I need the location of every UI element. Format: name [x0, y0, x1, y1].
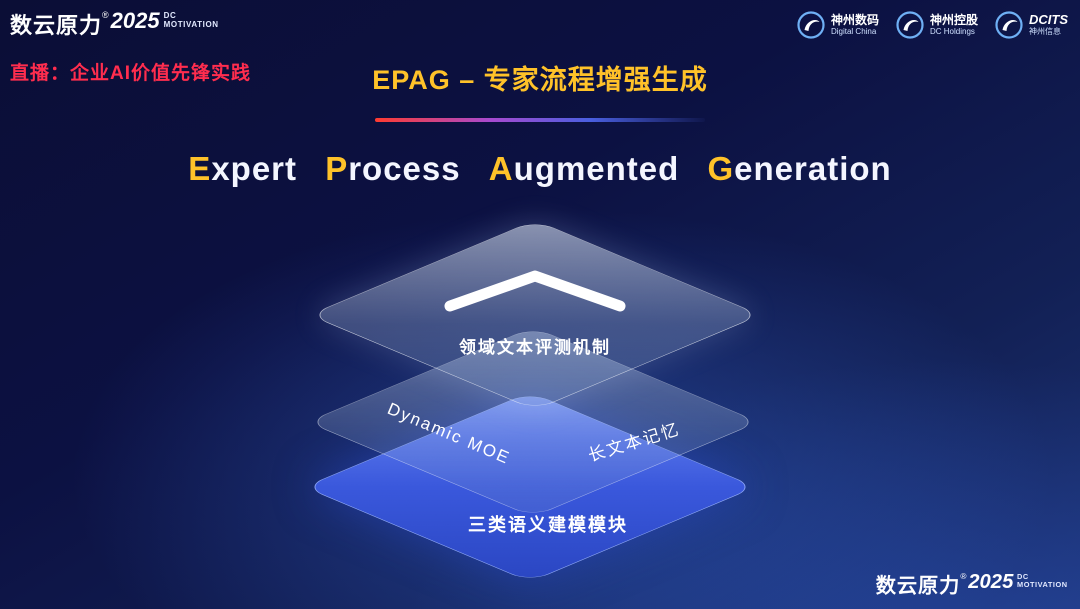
swoosh-logo-icon — [896, 11, 924, 39]
subtitle-lead-letter: A — [488, 150, 514, 187]
brand-dc: DC — [163, 11, 177, 20]
brand-subtitle: DC MOTIVATION — [1017, 572, 1068, 589]
bottom-layer-label: 三类语义建模模块 — [468, 515, 628, 535]
brand-name: 数云原力 — [876, 574, 961, 598]
logo-name: 神州控股 — [929, 13, 978, 27]
logo-digital-china: 神州数码 Digital China — [796, 10, 879, 40]
brand-dc: DC — [1017, 572, 1030, 581]
swoosh-logo-icon — [995, 11, 1023, 39]
live-stream-label: 直播：企业AI价值先锋实践 — [10, 63, 252, 84]
brand-logo-bottom-right: 数云原力 ® 2025 DC MOTIVATION — [876, 570, 1068, 599]
subtitle-lead-letter: P — [325, 150, 349, 187]
logo-name: 神州数码 — [830, 13, 879, 27]
brand-year: 2025 — [968, 569, 1014, 593]
subtitle-lead-letter: G — [707, 150, 735, 187]
brand-motivation: MOTIVATION — [163, 20, 219, 29]
subtitle-word: Expert — [188, 150, 297, 187]
brand-motivation: MOTIVATION — [1017, 580, 1068, 589]
gradient-divider — [375, 118, 705, 122]
logo-text: 神州数码 Digital China — [831, 13, 879, 37]
subtitle-word-rest: ugmented — [513, 150, 680, 187]
logo-name: DCITS — [1029, 12, 1068, 27]
logo-text: DCITS 神州信息 — [1029, 13, 1068, 37]
logo-subtext: 神州信息 — [1029, 27, 1061, 36]
top-layer-label: 领域文本评测机制 — [459, 338, 611, 357]
logo-subtext: DC Holdings — [929, 27, 975, 36]
subtitle-word: Augmented — [489, 150, 680, 187]
swoosh-logo-icon — [797, 11, 825, 39]
subtitle-en: Expert Process Augmented Generation — [0, 150, 1080, 188]
subtitle-word-rest: eneration — [734, 150, 892, 187]
subtitle-word-rest: xpert — [211, 150, 298, 187]
logo-text: 神州控股 DC Holdings — [930, 13, 978, 37]
brand-logo-top-left: 数云原力 ® 2025 DC MOTIVATION — [10, 8, 219, 40]
logo-dc-holdings: 神州控股 DC Holdings — [895, 10, 978, 40]
subtitle-word: Process — [325, 150, 460, 187]
registered-mark: ® — [960, 571, 967, 581]
page-title: EPAG – 专家流程增强生成 — [372, 65, 708, 95]
subtitle-lead-letter: E — [188, 150, 212, 187]
logo-subtext: Digital China — [830, 27, 877, 36]
subtitle-word: Generation — [707, 150, 891, 187]
chevron-up-icon — [444, 270, 626, 312]
partner-logos: 神州数码 Digital China 神州控股 DC Holdings DCIT… — [796, 10, 1068, 40]
registered-mark: ® — [102, 10, 109, 20]
brand-year: 2025 — [110, 8, 160, 33]
brand-subtitle: DC MOTIVATION — [164, 11, 219, 29]
logo-dcits: DCITS 神州信息 — [994, 10, 1068, 40]
subtitle-word-rest: rocess — [348, 150, 461, 187]
brand-name: 数云原力 — [10, 13, 103, 38]
